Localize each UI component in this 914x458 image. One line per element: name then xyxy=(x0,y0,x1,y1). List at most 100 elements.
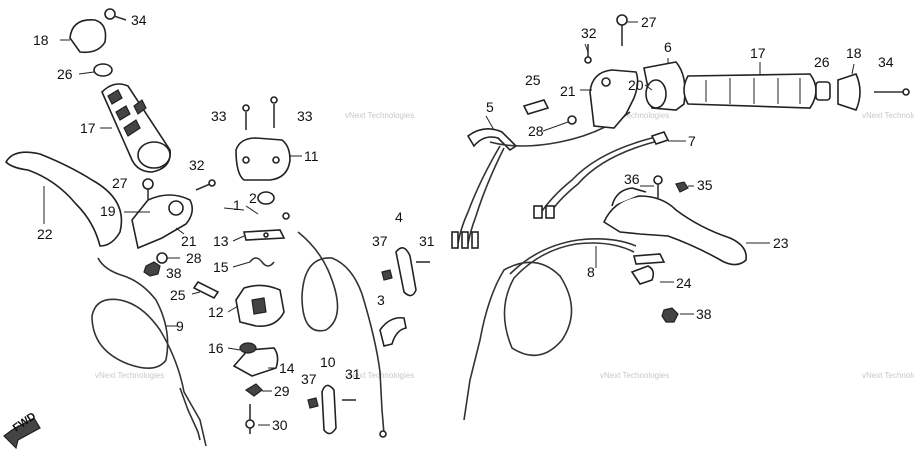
callout-29: 29 xyxy=(274,383,290,399)
left-washer-28 xyxy=(156,252,180,264)
right-end-cap-18 xyxy=(837,63,861,111)
callout-28: 28 xyxy=(186,250,202,266)
callout-4: 4 xyxy=(395,209,403,225)
callout-17: 17 xyxy=(80,120,96,136)
callout-15: 15 xyxy=(213,259,229,275)
brake-bracket-24 xyxy=(630,253,666,285)
callout-14: 14 xyxy=(279,360,295,376)
callout-labels: 34 18 26 17 22 27 32 19 21 28 38 25 9 33… xyxy=(33,12,894,433)
callout-7: 7 xyxy=(688,133,696,149)
callout-28: 28 xyxy=(528,123,544,139)
callout-24: 24 xyxy=(676,275,692,291)
callout-36: 36 xyxy=(624,171,640,187)
watermark-text: vNext Technologies xyxy=(345,111,414,120)
callout-21: 21 xyxy=(560,83,576,99)
right-collar-26 xyxy=(815,81,831,101)
switch-cover-11 xyxy=(235,137,291,181)
cable-clamp-10 xyxy=(307,384,356,435)
callout-8: 8 xyxy=(587,264,595,280)
callout-38: 38 xyxy=(166,265,182,281)
callout-20: 20 xyxy=(628,77,644,93)
callout-35: 35 xyxy=(697,177,713,193)
callout-32: 32 xyxy=(581,25,597,41)
callout-25: 25 xyxy=(170,287,186,303)
callout-38: 38 xyxy=(696,306,712,322)
left-screw-32 xyxy=(195,179,216,191)
right-screw-34 xyxy=(874,88,910,96)
throttle-cable-7 xyxy=(533,131,670,219)
callout-31: 31 xyxy=(419,233,435,249)
callout-10: 10 xyxy=(320,354,336,370)
callout-34: 34 xyxy=(878,54,894,70)
switch-contact-13 xyxy=(242,229,286,241)
callout-30: 30 xyxy=(272,417,288,433)
cable-clamp-4 xyxy=(381,247,430,297)
callout-12: 12 xyxy=(208,304,224,320)
left-grip-17 xyxy=(100,83,171,173)
right-washer-28 xyxy=(567,115,577,125)
leader-lines xyxy=(223,21,770,426)
throttle-housing-21 xyxy=(580,69,639,129)
callout-5: 5 xyxy=(486,99,494,115)
callout-22: 22 xyxy=(37,226,53,242)
callout-17: 17 xyxy=(750,45,766,61)
callout-9: 9 xyxy=(176,318,184,334)
callout-27: 27 xyxy=(641,14,657,30)
left-lever-22 xyxy=(5,151,123,247)
callout-26: 26 xyxy=(814,54,830,70)
callout-18: 18 xyxy=(33,32,49,48)
switch-button-2 xyxy=(245,191,290,220)
left-grip-end-cap xyxy=(60,19,107,54)
left-bolt-25 xyxy=(191,280,220,300)
throttle-cable xyxy=(297,231,387,438)
callout-32: 32 xyxy=(189,157,205,173)
callout-18: 18 xyxy=(846,45,862,61)
callout-37: 37 xyxy=(301,371,317,387)
callout-27: 27 xyxy=(112,175,128,191)
cable-guide-3 xyxy=(379,316,407,347)
fwd-arrow: FWD xyxy=(3,410,41,450)
throttle-pulley-20 xyxy=(645,79,667,109)
left-collar-26 xyxy=(78,63,113,77)
callout-34: 34 xyxy=(131,12,147,28)
callout-23: 23 xyxy=(773,235,789,251)
wire-connectors xyxy=(451,231,479,249)
right-nut-35 xyxy=(675,181,689,193)
switch-lower-14-16 xyxy=(232,342,279,377)
callout-25: 25 xyxy=(525,72,541,88)
callout-16: 16 xyxy=(208,340,224,356)
callout-21: 21 xyxy=(181,233,197,249)
watermark-text: vNext Technologies xyxy=(600,371,669,380)
switch-housing-12 xyxy=(235,284,285,328)
watermark-text: vNext Technologies xyxy=(862,111,914,120)
switch-wire-5 xyxy=(457,111,631,245)
callout-31: 31 xyxy=(345,366,361,382)
brake-lever-23 xyxy=(602,187,747,266)
callout-3: 3 xyxy=(377,292,385,308)
clutch-cable-9 xyxy=(91,257,207,447)
right-bolt-36 xyxy=(653,175,663,198)
right-grip-17 xyxy=(683,62,817,109)
right-nut-38 xyxy=(661,307,679,323)
right-bolt-25 xyxy=(522,99,550,115)
watermark-text: vNext Technologies xyxy=(600,111,669,120)
left-lever-bracket xyxy=(124,194,194,250)
watermark-text: vNext Technologies xyxy=(95,371,164,380)
switch-screw-29-30 xyxy=(244,383,263,434)
callout-37: 37 xyxy=(372,233,388,249)
center-screws-33 xyxy=(242,96,278,130)
left-bolt-27 xyxy=(142,178,154,200)
callout-1: 1 xyxy=(233,197,241,213)
watermark-text: vNext Technologies xyxy=(862,371,914,380)
callout-33: 33 xyxy=(211,108,227,124)
callout-26: 26 xyxy=(57,66,73,82)
callout-11: 11 xyxy=(304,148,319,164)
callout-19: 19 xyxy=(100,203,116,219)
callout-2: 2 xyxy=(249,190,257,206)
left-nut-38 xyxy=(143,261,161,277)
callout-33: 33 xyxy=(297,108,313,124)
switch-spring-15 xyxy=(249,257,275,267)
right-screw-27 xyxy=(616,14,628,46)
callout-13: 13 xyxy=(213,233,229,249)
